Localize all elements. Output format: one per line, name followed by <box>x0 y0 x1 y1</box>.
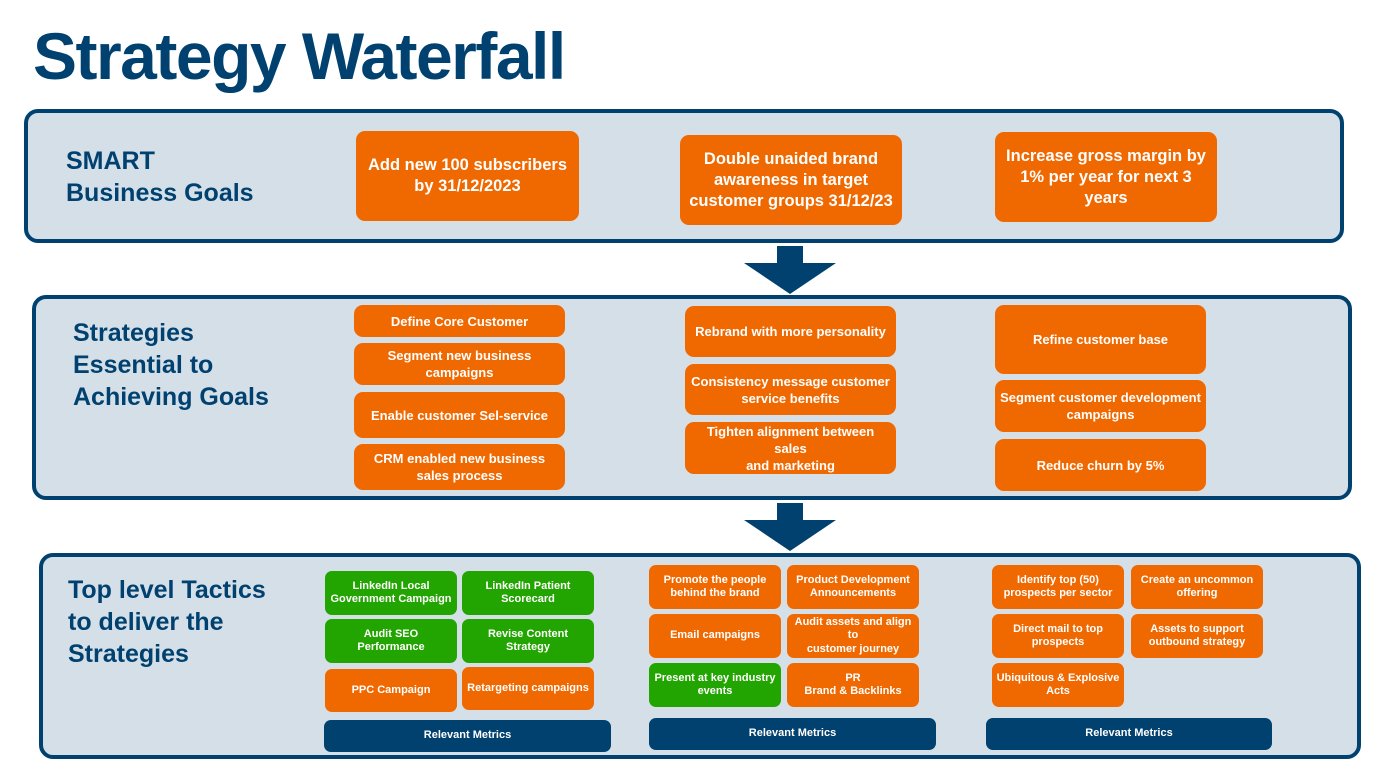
tactic-box[interactable]: LinkedIn Local Government Campaign <box>325 571 457 615</box>
tactic-box[interactable]: Create an uncommon offering <box>1131 565 1263 609</box>
tactic-box[interactable]: Revise Content Strategy <box>462 619 594 663</box>
strategy-box[interactable]: CRM enabled new business sales process <box>354 444 565 490</box>
goal-box[interactable]: Increase gross margin by 1% per year for… <box>995 132 1217 222</box>
strategy-box[interactable]: Define Core Customer <box>354 305 565 337</box>
tactic-box[interactable]: PPC Campaign <box>325 669 457 712</box>
relevant-metrics-button[interactable]: Relevant Metrics <box>986 718 1272 750</box>
strategy-box[interactable]: Reduce churn by 5% <box>995 439 1206 491</box>
goals-label: SMART Business Goals <box>66 147 254 207</box>
strategy-box[interactable]: Enable customer Sel-service <box>354 392 565 438</box>
tactic-box[interactable]: Promote the people behind the brand <box>649 565 781 609</box>
tactic-box[interactable]: Audit assets and align to customer journ… <box>787 614 919 658</box>
page-title: Strategy Waterfall <box>33 19 566 93</box>
tactic-box[interactable]: Audit SEO Performance <box>325 619 457 663</box>
tactic-box[interactable]: Present at key industry events <box>649 663 781 707</box>
tactic-box[interactable]: Assets to support outbound strategy <box>1131 614 1263 658</box>
tactic-box[interactable]: Identify top (50) prospects per sector <box>992 565 1124 609</box>
tactic-box[interactable]: Retargeting campaigns <box>462 667 594 710</box>
strategy-box[interactable]: Consistency message customer service ben… <box>685 364 896 415</box>
relevant-metrics-button[interactable]: Relevant Metrics <box>324 720 611 752</box>
strategies-label: Strategies Essential to Achieving Goals <box>73 319 269 411</box>
tactic-box[interactable]: PR Brand & Backlinks <box>787 663 919 707</box>
down-arrow-icon <box>744 503 836 551</box>
down-arrow-icon <box>744 246 836 294</box>
relevant-metrics-button[interactable]: Relevant Metrics <box>649 718 936 750</box>
strategy-box[interactable]: Segment customer development campaigns <box>995 380 1206 432</box>
strategy-box[interactable]: Rebrand with more personality <box>685 306 896 357</box>
strategy-box[interactable]: Segment new business campaigns <box>354 343 565 385</box>
strategy-box[interactable]: Refine customer base <box>995 305 1206 374</box>
tactic-box[interactable]: Email campaigns <box>649 614 781 658</box>
strategy-box[interactable]: Tighten alignment between sales and mark… <box>685 422 896 474</box>
tactic-box[interactable]: Ubiquitous & Explosive Acts <box>992 663 1124 707</box>
goal-box[interactable]: Double unaided brand awareness in target… <box>680 135 902 225</box>
goal-box[interactable]: Add new 100 subscribers by 31/12/2023 <box>356 131 579 221</box>
tactic-box[interactable]: LinkedIn Patient Scorecard <box>462 571 594 615</box>
tactic-box[interactable]: Product Development Announcements <box>787 565 919 609</box>
tactics-label: Top level Tactics to deliver the Strateg… <box>68 576 266 668</box>
tactic-box[interactable]: Direct mail to top prospects <box>992 614 1124 658</box>
